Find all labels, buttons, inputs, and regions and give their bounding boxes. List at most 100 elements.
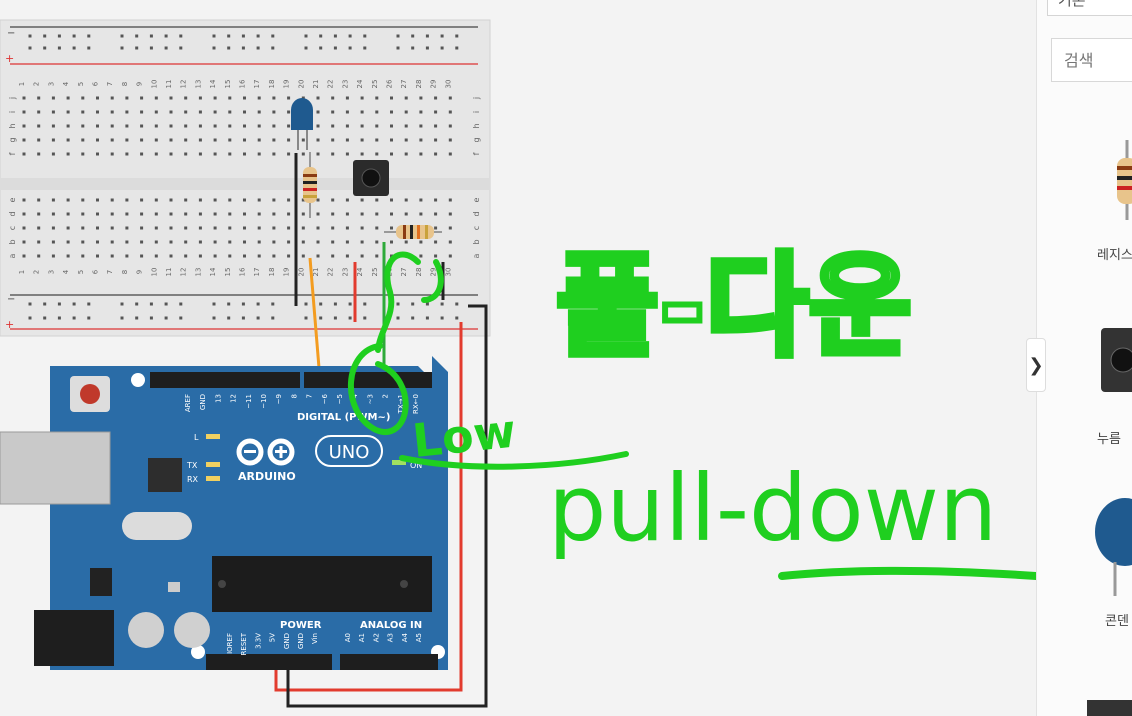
breadboard-hole[interactable] [125, 110, 129, 114]
breadboard-hole[interactable] [272, 198, 276, 202]
breadboard-hole[interactable] [404, 240, 408, 244]
rail-hole[interactable] [57, 34, 61, 38]
rail-hole[interactable] [212, 302, 216, 306]
rail-hole[interactable] [304, 302, 308, 306]
breadboard-hole[interactable] [419, 212, 423, 216]
rail-hole[interactable] [319, 316, 323, 320]
rail-hole[interactable] [43, 34, 47, 38]
breadboard-hole[interactable] [243, 254, 246, 258]
rail-hole[interactable] [304, 34, 308, 38]
breadboard-hole[interactable] [375, 138, 379, 142]
breadboard-hole[interactable] [110, 152, 114, 156]
breadboard-hole[interactable] [360, 254, 364, 258]
resistor-vertical[interactable] [303, 152, 317, 218]
breadboard-hole[interactable] [448, 198, 452, 202]
breadboard-hole[interactable] [272, 124, 276, 128]
breadboard-hole[interactable] [434, 240, 438, 244]
rail-hole[interactable] [425, 46, 429, 50]
breadboard-hole[interactable] [169, 240, 173, 244]
breadboard-hole[interactable] [272, 240, 276, 244]
breadboard-hole[interactable] [96, 152, 99, 156]
breadboard-hole[interactable] [434, 152, 438, 156]
breadboard-hole[interactable] [22, 96, 26, 100]
power-header[interactable] [206, 654, 332, 670]
breadboard-hole[interactable] [51, 124, 55, 128]
breadboard-hole[interactable] [66, 254, 70, 258]
breadboard-hole[interactable] [184, 226, 188, 230]
breadboard-hole[interactable] [404, 198, 408, 202]
breadboard-hole[interactable] [96, 110, 99, 114]
breadboard-hole[interactable] [272, 96, 276, 100]
breadboard-hole[interactable] [390, 96, 393, 100]
rail-hole[interactable] [120, 302, 124, 306]
breadboard-hole[interactable] [81, 96, 85, 100]
rail-hole[interactable] [348, 34, 352, 38]
rail-hole[interactable] [179, 34, 183, 38]
rail-hole[interactable] [425, 316, 429, 320]
breadboard-hole[interactable] [154, 124, 158, 128]
rail-hole[interactable] [411, 34, 415, 38]
breadboard-hole[interactable] [375, 152, 379, 156]
breadboard-hole[interactable] [140, 152, 144, 156]
breadboard-hole[interactable] [37, 96, 41, 100]
breadboard-hole[interactable] [257, 212, 261, 216]
breadboard-hole[interactable] [243, 110, 246, 114]
rail-hole[interactable] [425, 34, 429, 38]
rail-hole[interactable] [440, 34, 444, 38]
breadboard-hole[interactable] [404, 96, 408, 100]
arduino-uno[interactable]: UNO ARDUINO DIGITAL (PWM~) POWER ANALOG … [0, 356, 448, 670]
breadboard-hole[interactable] [184, 240, 188, 244]
rail-hole[interactable] [333, 34, 337, 38]
breadboard-hole[interactable] [316, 240, 320, 244]
rail-hole[interactable] [227, 34, 231, 38]
breadboard-hole[interactable] [316, 226, 320, 230]
breadboard-hole[interactable] [51, 212, 55, 216]
breadboard-hole[interactable] [272, 138, 276, 142]
rail-hole[interactable] [72, 34, 76, 38]
breadboard-hole[interactable] [345, 152, 349, 156]
breadboard-hole[interactable] [213, 96, 217, 100]
breadboard-hole[interactable] [287, 138, 291, 142]
breadboard-hole[interactable] [125, 138, 129, 142]
rail-hole[interactable] [72, 46, 76, 50]
breadboard-hole[interactable] [198, 226, 202, 230]
breadboard-hole[interactable] [184, 198, 188, 202]
breadboard-hole[interactable] [301, 226, 305, 230]
rail-hole[interactable] [333, 302, 337, 306]
rail-hole[interactable] [455, 46, 459, 50]
breadboard-hole[interactable] [96, 226, 99, 230]
breadboard-hole[interactable] [140, 212, 144, 216]
components-panel[interactable]: 기본 레지스 누름 콘덴 [1036, 0, 1132, 716]
breadboard-hole[interactable] [140, 240, 144, 244]
breadboard-hole[interactable] [96, 124, 99, 128]
rail-hole[interactable] [179, 302, 183, 306]
rail-hole[interactable] [319, 46, 323, 50]
breadboard-hole[interactable] [81, 254, 85, 258]
rail-hole[interactable] [43, 302, 47, 306]
rail-hole[interactable] [455, 34, 459, 38]
breadboard-hole[interactable] [287, 124, 291, 128]
breadboard-hole[interactable] [198, 96, 202, 100]
breadboard-hole[interactable] [390, 124, 393, 128]
rail-hole[interactable] [149, 34, 153, 38]
breadboard-hole[interactable] [331, 152, 335, 156]
breadboard-hole[interactable] [375, 254, 379, 258]
breadboard-hole[interactable] [228, 226, 232, 230]
breadboard-hole[interactable] [404, 212, 408, 216]
breadboard-hole[interactable] [198, 212, 202, 216]
breadboard-hole[interactable] [345, 110, 349, 114]
wires[interactable] [274, 153, 488, 708]
breadboard-hole[interactable] [66, 96, 70, 100]
breadboard-hole[interactable] [81, 226, 85, 230]
breadboard-hole[interactable] [360, 226, 364, 230]
breadboard-hole[interactable] [198, 240, 202, 244]
rail-hole[interactable] [120, 34, 124, 38]
breadboard-hole[interactable] [331, 212, 335, 216]
breadboard-hole[interactable] [375, 212, 379, 216]
breadboard-hole[interactable] [184, 96, 188, 100]
rail-hole[interactable] [271, 46, 275, 50]
rail-hole[interactable] [319, 34, 323, 38]
breadboard-hole[interactable] [301, 198, 305, 202]
breadboard-hole[interactable] [228, 124, 232, 128]
breadboard-hole[interactable] [213, 254, 217, 258]
